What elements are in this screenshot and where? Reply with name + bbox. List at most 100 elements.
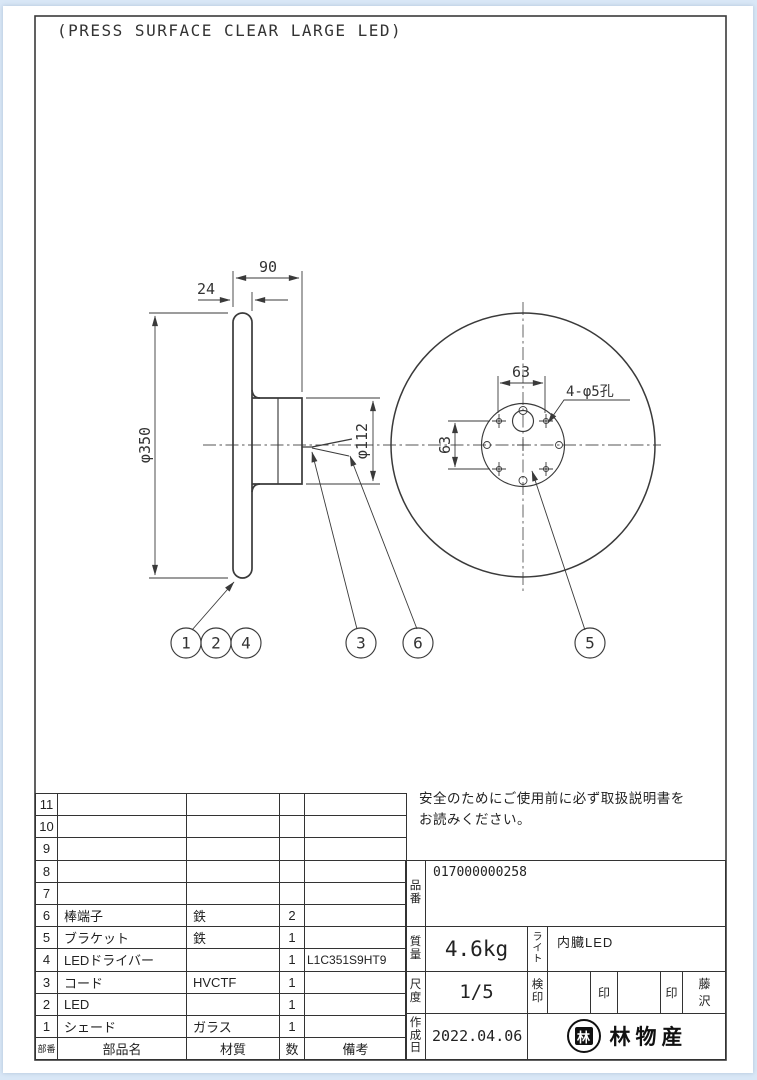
part-material: HVCTF (186, 970, 280, 994)
creation-date-value: 2022.04.06 (426, 1013, 528, 1059)
part-qty (279, 815, 305, 839)
balloon-5-circle (574, 627, 606, 659)
part-material (186, 881, 280, 905)
leader-balloon-3 (311, 451, 358, 630)
parts-row-10: 10 (35, 815, 407, 839)
part-material (186, 792, 280, 817)
part-name (57, 815, 187, 839)
leader-balloon-1 (191, 581, 235, 631)
part-no: 4 (35, 948, 58, 972)
part-remarks (304, 903, 407, 928)
creation-date-label: 作成日 (406, 1013, 426, 1059)
part-qty (279, 792, 305, 817)
balloon-6-number: 6 (413, 634, 423, 653)
holes-note-leader (547, 399, 630, 424)
part-no: 1 (35, 1014, 58, 1039)
part-material (186, 837, 280, 861)
parts-row-9: 9 (35, 837, 407, 861)
screw-hole-right (555, 441, 563, 449)
stamp-1: 印 (591, 971, 618, 1014)
part-remarks (304, 837, 407, 861)
balloon-leaders (191, 451, 586, 631)
balloon-5-number: 5 (585, 634, 595, 653)
cord-hole (511, 409, 535, 433)
balloon-6-circle (402, 627, 434, 659)
header-qty: 数 (279, 1037, 305, 1061)
dim-shade-depth: 24 (197, 280, 215, 298)
cord-lines (302, 438, 353, 457)
part-name (57, 859, 187, 883)
part-material: ガラス (186, 1014, 280, 1039)
screw-hole-left (483, 441, 491, 449)
dim-shade-dia: φ350 (136, 427, 154, 463)
balloons: 1 2 4 3 6 5 (170, 627, 606, 659)
part-name: LEDドライバー (57, 948, 187, 972)
mount-hole-marks (492, 414, 553, 476)
holes-note: 4-φ5孔 (566, 384, 614, 400)
part-no: 9 (35, 837, 58, 861)
part-material (186, 815, 280, 839)
part-qty: 1 (279, 992, 305, 1016)
approver-name: 藤沢 (683, 972, 726, 1014)
part-name: LED (57, 992, 187, 1016)
part-number-value: 017000000258 (426, 861, 726, 927)
part-no: 11 (35, 792, 58, 817)
leader-balloon-6 (349, 455, 418, 630)
part-remarks (304, 815, 407, 839)
dim-pitch-v: 63 (436, 436, 454, 454)
parts-header-row: 部番部品名材質数備考 (35, 1037, 407, 1061)
part-qty: 1 (279, 1014, 305, 1039)
dim-pitch-h: 63 (512, 363, 530, 381)
company-logo-cell: 林 林物産 (528, 1014, 726, 1059)
part-remarks (304, 792, 407, 817)
front-view: 63 63 4-φ5孔 (390, 312, 656, 578)
part-no: 8 (35, 859, 58, 883)
light-label: ライト (528, 927, 548, 972)
part-no: 2 (35, 992, 58, 1016)
leader-balloon-5 (531, 470, 586, 631)
part-number-label: 品番 (406, 860, 426, 927)
balloon-1-number: 1 (181, 634, 191, 653)
bracket-outline (252, 397, 303, 485)
stamp-space-2 (618, 971, 661, 1014)
balloon-3-number: 3 (356, 634, 366, 653)
drawing-frame (34, 15, 727, 1061)
shade-front-circle (390, 312, 656, 578)
header-remarks: 備考 (304, 1037, 407, 1061)
extension-lines (149, 271, 380, 579)
bracket-front-circle (480, 402, 566, 488)
dim-depth-overall: 90 (259, 258, 277, 276)
part-remarks (304, 881, 407, 905)
parts-row-7: 7 (35, 881, 407, 905)
balloon-2-number: 2 (211, 634, 221, 653)
dim-neck-dia: φ112 (353, 423, 371, 459)
safety-note-line1: 安全のためにご使用前に必ず取扱説明書を (419, 791, 685, 806)
shade-outline (232, 312, 253, 579)
parts-row-8: 8 (35, 859, 407, 883)
screw-hole-top (518, 406, 528, 415)
part-name: 棒端子 (57, 903, 187, 928)
safety-note: 安全のためにご使用前に必ず取扱説明書を お読みください。 (419, 788, 685, 830)
part-no: 10 (35, 815, 58, 839)
inspection-stamp-label: 検印 (528, 971, 548, 1014)
part-no: 7 (35, 881, 58, 905)
part-remarks (304, 859, 407, 883)
safety-note-line2: お読みください。 (419, 812, 531, 827)
part-qty (279, 881, 305, 905)
balloon-4-number: 4 (241, 634, 251, 653)
part-material (186, 992, 280, 1016)
part-no: 5 (35, 926, 58, 950)
balloon-3-circle (345, 627, 377, 659)
stamp-2: 印 (661, 971, 683, 1014)
part-qty: 1 (279, 970, 305, 994)
extension-lines-front (448, 376, 546, 470)
scale-label: 尺度 (406, 971, 426, 1014)
part-name (57, 792, 187, 817)
